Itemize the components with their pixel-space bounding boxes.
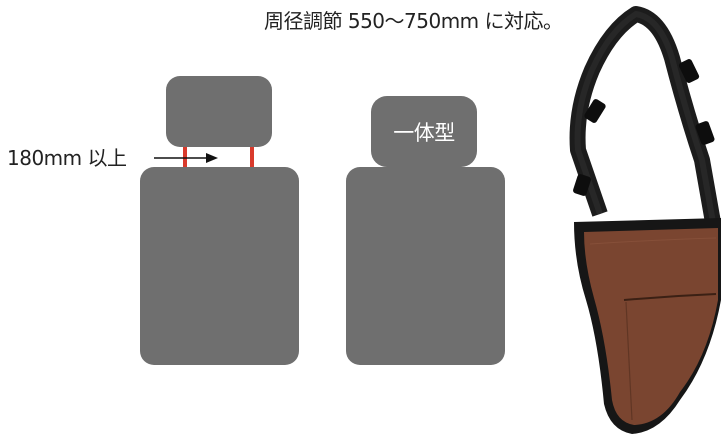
headrest-gap-label: 180mm 以上 (7, 146, 127, 170)
product-bag-image (569, 6, 721, 434)
integrated-headrest-label: 一体型 (393, 120, 455, 145)
arrow-right-icon (154, 153, 218, 163)
separate-headrest (166, 76, 272, 147)
seatback-with-separate-headrest (140, 167, 299, 365)
size-caption: 周径調節 550〜750mm に対応。 (264, 9, 563, 33)
integrated-headrest: 一体型 (371, 96, 477, 167)
headrest-stay-right (250, 147, 254, 168)
seatback-integrated (346, 167, 505, 365)
